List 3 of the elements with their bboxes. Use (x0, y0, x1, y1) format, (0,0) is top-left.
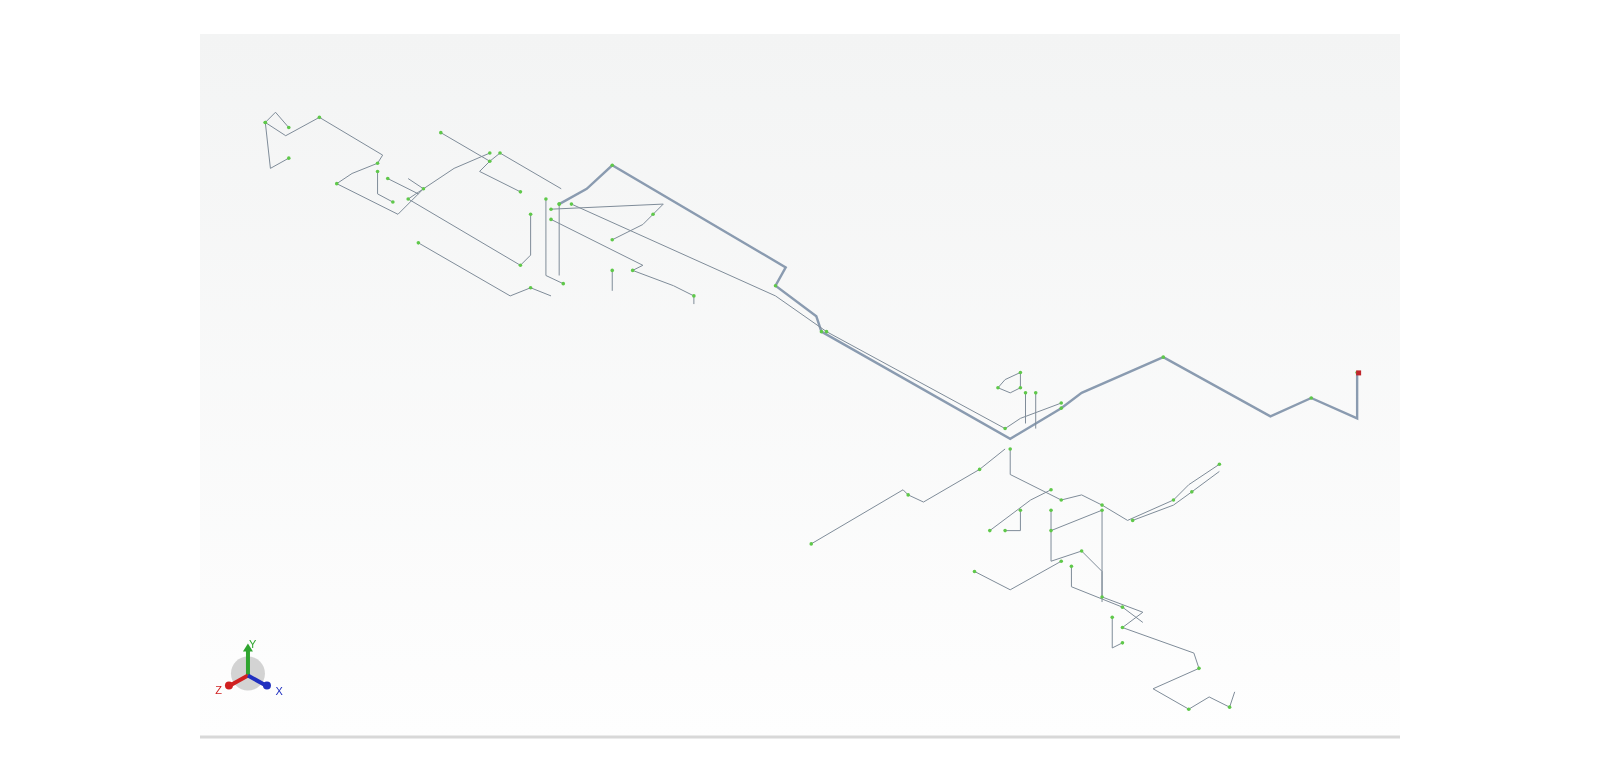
axis-label: Y (248, 637, 257, 650)
axis-label: X (275, 684, 283, 697)
axis-label: Z (215, 683, 223, 696)
